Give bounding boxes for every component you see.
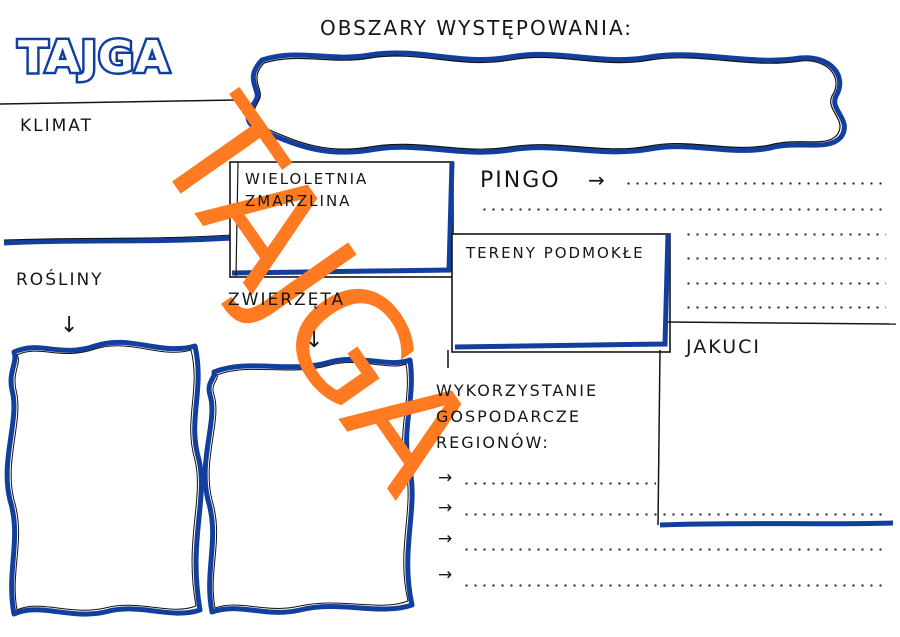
plants-arrow: ↓ (60, 313, 79, 338)
pingo-dotted-line-3 (684, 233, 886, 236)
wetlands-label: TERENY PODMOKŁE (466, 244, 645, 262)
permafrost-inner-left (235, 161, 239, 277)
economy-dotted-line-4 (462, 584, 886, 587)
areas-title: OBSZARY WYSTĘPOWANIA: (320, 16, 634, 40)
plants-label: ROŚLINY (16, 270, 104, 290)
logo-text: TAJGA (18, 32, 170, 83)
plants-frame-ink (10, 345, 198, 611)
economy-bullet-arrow-3: → (438, 529, 453, 549)
pingo-dotted-line-2 (480, 208, 886, 211)
permafrost-label: WIELOLETNIA ZMARZLINA (245, 170, 369, 210)
economy-bullet-arrow-2: → (438, 498, 453, 518)
wetlands-box-accent (454, 233, 671, 350)
permafrost-box-accent (231, 161, 455, 276)
pingo-bottom-line (667, 321, 897, 325)
pingo-arrow: → (588, 168, 605, 192)
animals-frame-outline (202, 356, 415, 615)
plants-frame-outline (4, 339, 204, 617)
wetlands-box (451, 233, 671, 353)
economy-dotted-line-1 (462, 482, 656, 485)
pingo-label: PINGO (480, 168, 561, 193)
permafrost-box (229, 161, 454, 278)
economy-bullet-arrow-1: → (438, 468, 453, 488)
yakuts-label: JAKUCI (686, 336, 761, 358)
climate-bottom-line-ink (3, 234, 233, 241)
economy-box-right (657, 349, 661, 526)
pingo-dotted-line-5 (684, 282, 886, 285)
climate-label: KLIMAT (20, 116, 93, 136)
areas-cloud-outline-inner (252, 55, 841, 150)
pingo-dotted-line-4 (684, 257, 886, 260)
pingo-dotted-line-1 (624, 182, 886, 185)
economy-divider-line (659, 520, 894, 528)
animals-frame-ink (208, 361, 409, 609)
economy-dotted-line-3 (462, 548, 886, 551)
animals-label: ZWIERZĘTA (228, 290, 346, 310)
climate-top-line (0, 99, 237, 105)
economy-dotted-line-2 (462, 513, 886, 516)
economy-bullet-arrow-4: → (438, 565, 453, 585)
economy-label: WYKORZYSTANIE GOSPODARCZE REGIONÓW: (436, 381, 599, 452)
areas-cloud-outline (245, 50, 847, 155)
animals-arrow: ↓ (305, 328, 324, 353)
pingo-dotted-line-6 (684, 306, 886, 309)
climate-bottom-line (3, 235, 233, 246)
